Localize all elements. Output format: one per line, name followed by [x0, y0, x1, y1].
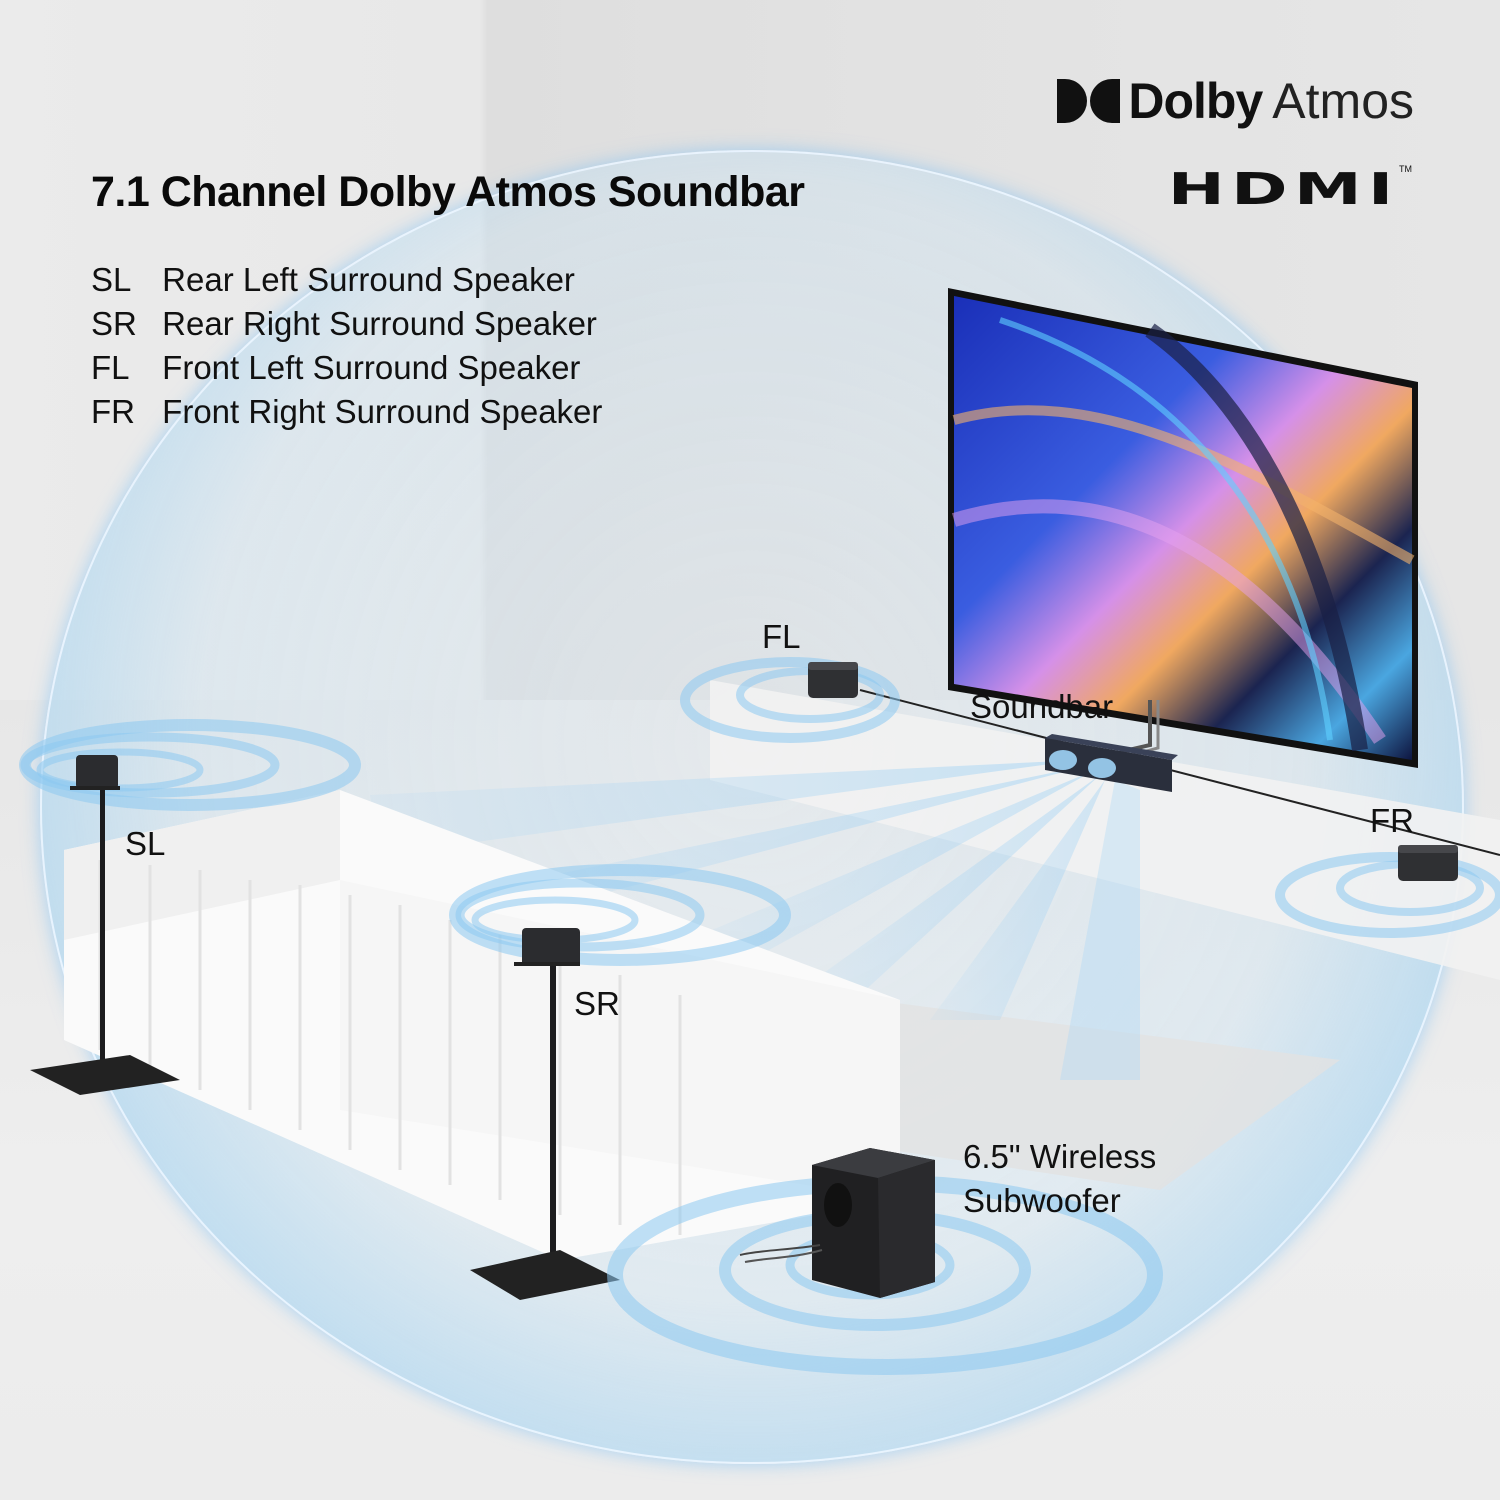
sofa: [64, 790, 900, 1260]
legend-code: FR: [91, 393, 135, 430]
legend-description: Front Left Surround Speaker: [162, 349, 581, 386]
sl-speaker-stand: [30, 755, 180, 1095]
subwoofer-device: [739, 1148, 935, 1298]
legend-description: Rear Left Surround Speaker: [162, 261, 575, 298]
legend-item-fl: FL Front Left Surround Speaker: [91, 346, 602, 390]
dolby-atmos-logo: Dolby Atmos: [1057, 72, 1414, 130]
legend-code: SR: [91, 305, 137, 342]
subwoofer-size-text: 6.5" Wireless: [963, 1138, 1157, 1175]
subwoofer-name-text: Subwoofer: [963, 1182, 1121, 1219]
legend-code: FL: [91, 349, 130, 386]
hdmi-logo: HDMI: [1168, 164, 1400, 215]
legend-description: Rear Right Surround Speaker: [162, 305, 597, 342]
legend-description: Front Right Surround Speaker: [162, 393, 603, 430]
legend-item-fr: FR Front Right Surround Speaker: [91, 390, 602, 434]
soundbar-device: [1045, 734, 1178, 792]
dolby-wordmark: Dolby: [1128, 73, 1263, 129]
hdmi-trademark: TM: [1399, 164, 1412, 174]
legend-item-sl: SL Rear Left Surround Speaker: [91, 258, 602, 302]
tv: [948, 288, 1418, 768]
sr-speaker-stand: [470, 928, 620, 1300]
label-sl: SL: [125, 825, 166, 862]
label-soundbar: Soundbar: [970, 688, 1114, 725]
fr-speaker: [1275, 845, 1500, 938]
atmos-wordmark: Atmos: [1272, 73, 1414, 129]
label-subwoofer: 6.5" Wireless Subwoofer: [963, 1135, 1156, 1223]
label-sr: SR: [574, 985, 620, 1022]
dolby-double-d-icon: [1057, 79, 1121, 123]
legend-item-sr: SR Rear Right Surround Speaker: [91, 302, 602, 346]
page-title: 7.1 Channel Dolby Atmos Soundbar: [91, 168, 805, 216]
sl-waves: [19, 719, 361, 811]
legend-code: SL: [91, 261, 132, 298]
speaker-legend: SL Rear Left Surround Speaker SR Rear Ri…: [91, 258, 602, 434]
label-fl: FL: [762, 618, 801, 655]
label-fr: FR: [1370, 802, 1414, 839]
fl-speaker: [680, 657, 900, 743]
